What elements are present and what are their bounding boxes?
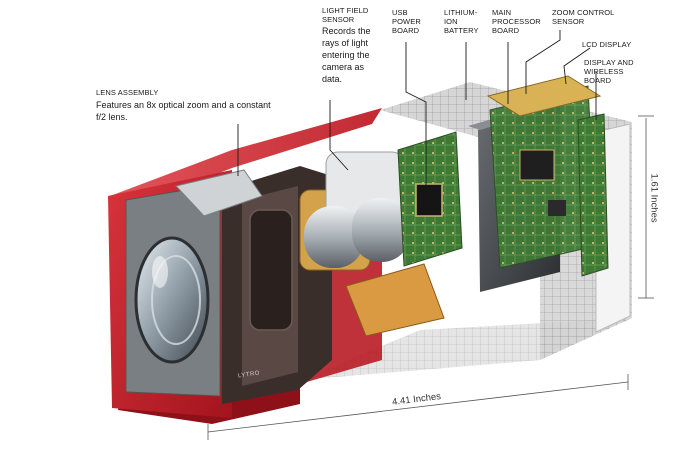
label-lithium-ion-battery: LITHIUM- ION BATTERY bbox=[444, 8, 479, 35]
display-wireless-board bbox=[577, 113, 609, 277]
leader-zoom-control-sensor bbox=[525, 30, 561, 94]
lens-assembly-title: LENS ASSEMBLY bbox=[96, 88, 159, 97]
lens-cylinder-2 bbox=[352, 198, 410, 262]
height-dimension-label: 1.61 Inches bbox=[648, 173, 660, 223]
lens-mount-ring bbox=[249, 209, 293, 331]
processor-chip-small bbox=[548, 200, 566, 216]
light-field-sensor-description: Records the rays of light entering the c… bbox=[322, 26, 371, 84]
leader-lcd-display bbox=[563, 47, 591, 85]
label-light-field-sensor: LIGHT FIELD SENSOR Records the rays of l… bbox=[322, 6, 384, 85]
lens-inner-ring bbox=[151, 255, 201, 345]
label-display-wireless-board: DISPLAY AND WIRELESS BOARD bbox=[584, 58, 634, 85]
light-field-sensor-title: LIGHT FIELD SENSOR bbox=[322, 6, 369, 24]
lens-cylinder-1 bbox=[304, 206, 364, 268]
lens-assembly-description: Features an 8x optical zoom and a consta… bbox=[96, 100, 271, 122]
processor-chip bbox=[519, 149, 555, 181]
label-lens-assembly: LENS ASSEMBLY Features an 8x optical zoo… bbox=[96, 88, 276, 123]
label-zoom-control-sensor: ZOOM CONTROL SENSOR bbox=[552, 8, 615, 26]
lcd-display-panel bbox=[486, 75, 602, 117]
leader-light-field-sensor bbox=[329, 100, 349, 171]
lens-highlight bbox=[152, 256, 168, 288]
length-dimension-line bbox=[207, 381, 629, 433]
leader-usb-power-board bbox=[405, 42, 427, 186]
ribbon-cable bbox=[345, 263, 445, 337]
light-field-sensor-chip bbox=[415, 183, 443, 217]
lens-housing-bracket bbox=[175, 169, 263, 217]
body-rear-bottom bbox=[300, 318, 632, 380]
label-main-processor-board: MAIN PROCESSOR BOARD bbox=[492, 8, 541, 35]
label-usb-power-board: USB POWER BOARD bbox=[392, 8, 421, 35]
label-lcd-display: LCD DISPLAY bbox=[582, 40, 632, 49]
